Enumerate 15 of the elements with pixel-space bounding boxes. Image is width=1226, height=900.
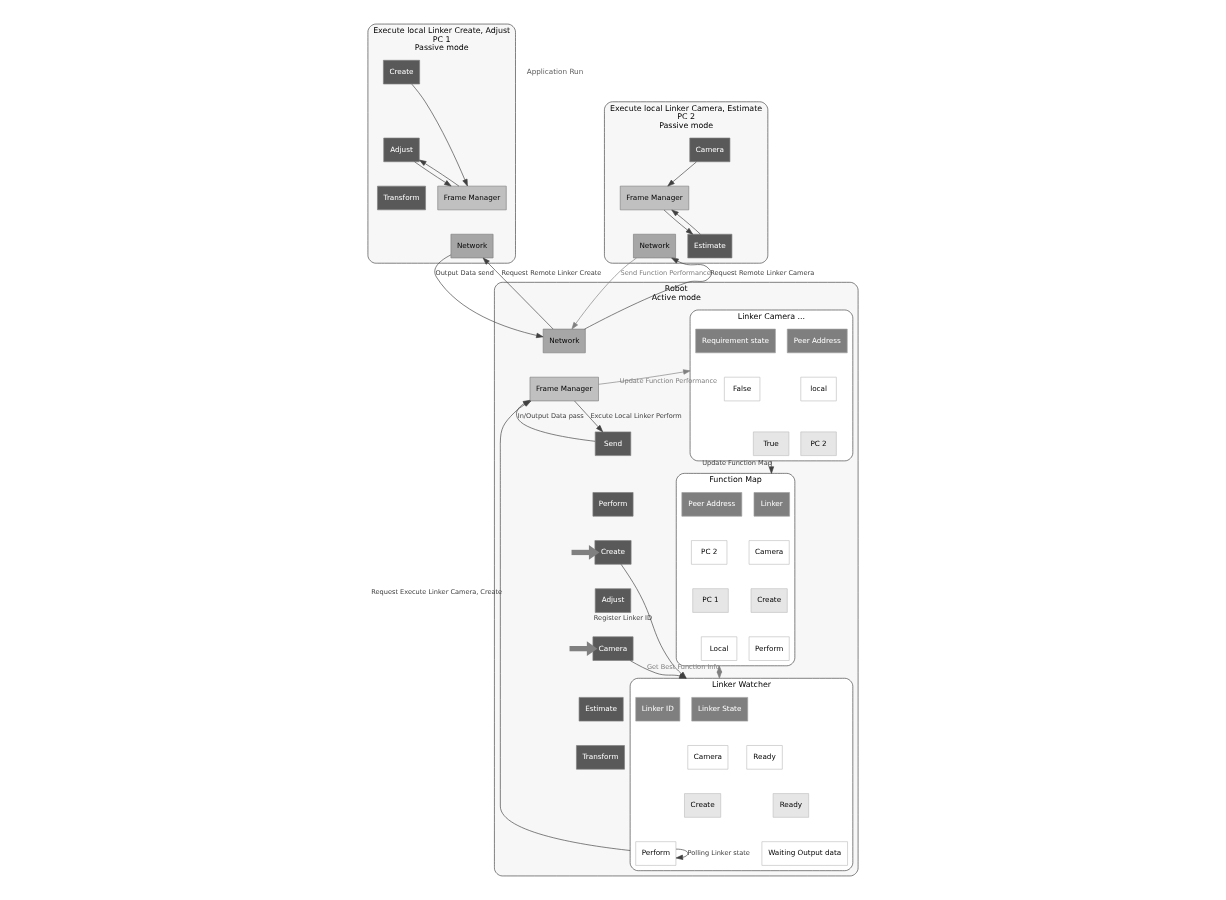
arrow (434, 254, 544, 339)
arrow (571, 257, 637, 330)
arrow (598, 369, 691, 385)
arrow (675, 848, 689, 860)
arrow (667, 161, 697, 187)
arrow (663, 209, 694, 235)
arrow (411, 83, 468, 187)
arrow (671, 209, 701, 235)
arrow (574, 400, 603, 433)
arrow (482, 257, 554, 330)
arrow (419, 159, 460, 187)
arrow (569, 641, 598, 656)
arrow (571, 545, 600, 560)
arrow (584, 257, 712, 330)
arrow (414, 161, 452, 187)
